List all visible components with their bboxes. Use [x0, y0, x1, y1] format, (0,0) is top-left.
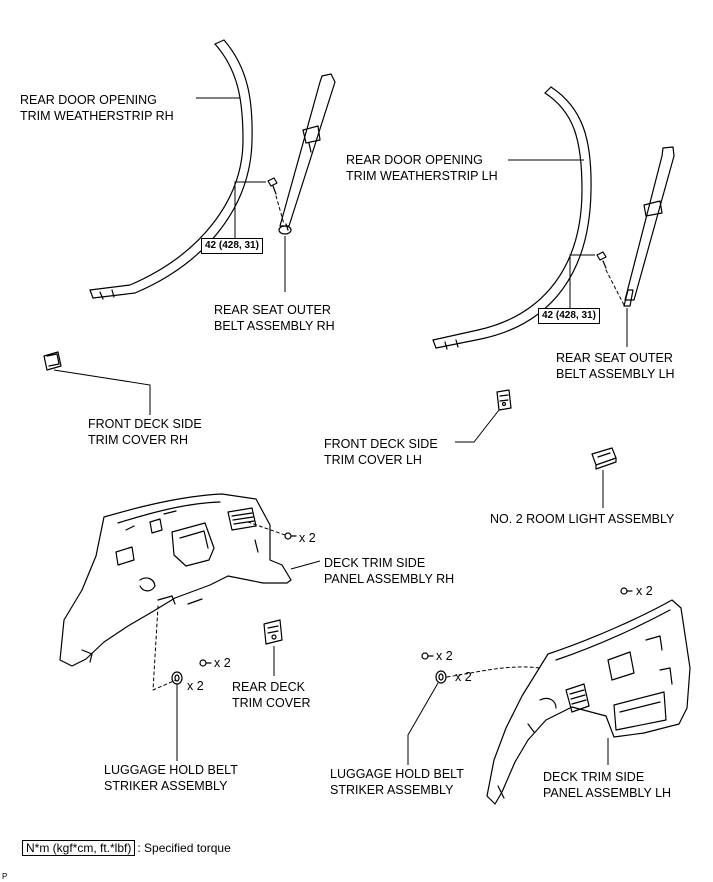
belt-lh-part: [623, 146, 675, 307]
label-rear-deck-cover: REAR DECK TRIM COVER: [232, 679, 310, 711]
torque-lh: 42 (428, 31): [538, 308, 600, 324]
deck-cover-rh-part: [43, 351, 62, 371]
panel-lh-part: [486, 599, 691, 805]
label-line: TRIM COVER: [232, 696, 311, 710]
belt-rh-part: [278, 73, 336, 235]
rear-deck-cover-part: [263, 619, 283, 645]
label-line: BELT ASSEMBLY RH: [214, 319, 335, 333]
qty-striker-lh-clip: x 2: [455, 670, 472, 684]
label-belt-rh: REAR SEAT OUTER BELT ASSEMBLY RH: [214, 302, 335, 334]
torque-unit-box: N*m (kgf*cm, ft.*lbf): [22, 840, 136, 856]
label-panel-rh: DECK TRIM SIDE PANEL ASSEMBLY RH: [324, 555, 454, 587]
label-line: TRIM WEATHERSTRIP LH: [346, 169, 498, 183]
label-weatherstrip-rh: REAR DOOR OPENING TRIM WEATHERSTRIP RH: [20, 92, 174, 124]
weatherstrip-lh-part: [432, 86, 592, 350]
qty-panel-rh-screw: x 2: [299, 531, 316, 545]
label-room-light: NO. 2 ROOM LIGHT ASSEMBLY: [490, 512, 675, 526]
label-deck-cover-lh: FRONT DECK SIDE TRIM COVER LH: [324, 436, 438, 468]
label-line: STRIKER ASSEMBLY: [330, 783, 454, 797]
label-line: DECK TRIM SIDE: [543, 770, 645, 784]
label-line: STRIKER ASSEMBLY: [104, 779, 228, 793]
qty-striker-rh-screw: x 2: [214, 656, 231, 670]
label-line: REAR DOOR OPENING: [20, 93, 157, 107]
label-deck-cover-rh: FRONT DECK SIDE TRIM COVER RH: [88, 416, 202, 448]
label-line: REAR SEAT OUTER: [556, 351, 673, 365]
label-line: REAR DECK: [232, 680, 305, 694]
torque-legend: N*m (kgf*cm, ft.*lbf): Specified torque: [22, 840, 231, 856]
torque-rh: 42 (428, 31): [201, 238, 263, 254]
footer-mark: P: [2, 872, 8, 881]
label-line: DECK TRIM SIDE: [324, 556, 426, 570]
label-panel-lh: DECK TRIM SIDE PANEL ASSEMBLY LH: [543, 769, 671, 801]
bolt-lh: [596, 251, 607, 269]
label-line: REAR DOOR OPENING: [346, 153, 483, 167]
label-line: FRONT DECK SIDE: [324, 437, 438, 451]
screw-striker-lh: [421, 652, 434, 660]
qty-striker-rh-clip: x 2: [187, 679, 204, 693]
bolt-rh: [267, 177, 278, 195]
weatherstrip-rh-part: [89, 39, 253, 300]
qty-striker-lh-screw: x 2: [436, 649, 453, 663]
label-line: REAR SEAT OUTER: [214, 303, 331, 317]
label-line: TRIM COVER LH: [324, 453, 422, 467]
legend-text: : Specified torque: [137, 841, 231, 855]
label-line: TRIM COVER RH: [88, 433, 188, 447]
room-light-part: [591, 447, 617, 470]
label-striker-rh: LUGGAGE HOLD BELT STRIKER ASSEMBLY: [104, 762, 238, 794]
label-line: PANEL ASSEMBLY RH: [324, 572, 455, 586]
screw-striker-rh: [199, 659, 212, 667]
label-weatherstrip-lh: REAR DOOR OPENING TRIM WEATHERSTRIP LH: [346, 152, 498, 184]
leader-lines: [53, 97, 628, 765]
screw-panel-rh: [284, 532, 297, 540]
panel-rh-part: [59, 493, 292, 667]
qty-panel-lh-screw: x 2: [636, 584, 653, 598]
label-belt-lh: REAR SEAT OUTER BELT ASSEMBLY LH: [556, 350, 675, 382]
striker-rh-part: [171, 671, 183, 685]
label-line: TRIM WEATHERSTRIP RH: [20, 109, 174, 123]
deck-cover-lh-part: [496, 389, 512, 411]
label-line: PANEL ASSEMBLY LH: [543, 786, 672, 800]
label-line: LUGGAGE HOLD BELT: [104, 763, 238, 777]
screw-panel-lh: [620, 587, 633, 595]
label-striker-lh: LUGGAGE HOLD BELT STRIKER ASSEMBLY: [330, 766, 464, 798]
label-line: LUGGAGE HOLD BELT: [330, 767, 464, 781]
label-line: BELT ASSEMBLY LH: [556, 367, 675, 381]
label-line: FRONT DECK SIDE: [88, 417, 202, 431]
striker-lh-part: [435, 670, 447, 684]
